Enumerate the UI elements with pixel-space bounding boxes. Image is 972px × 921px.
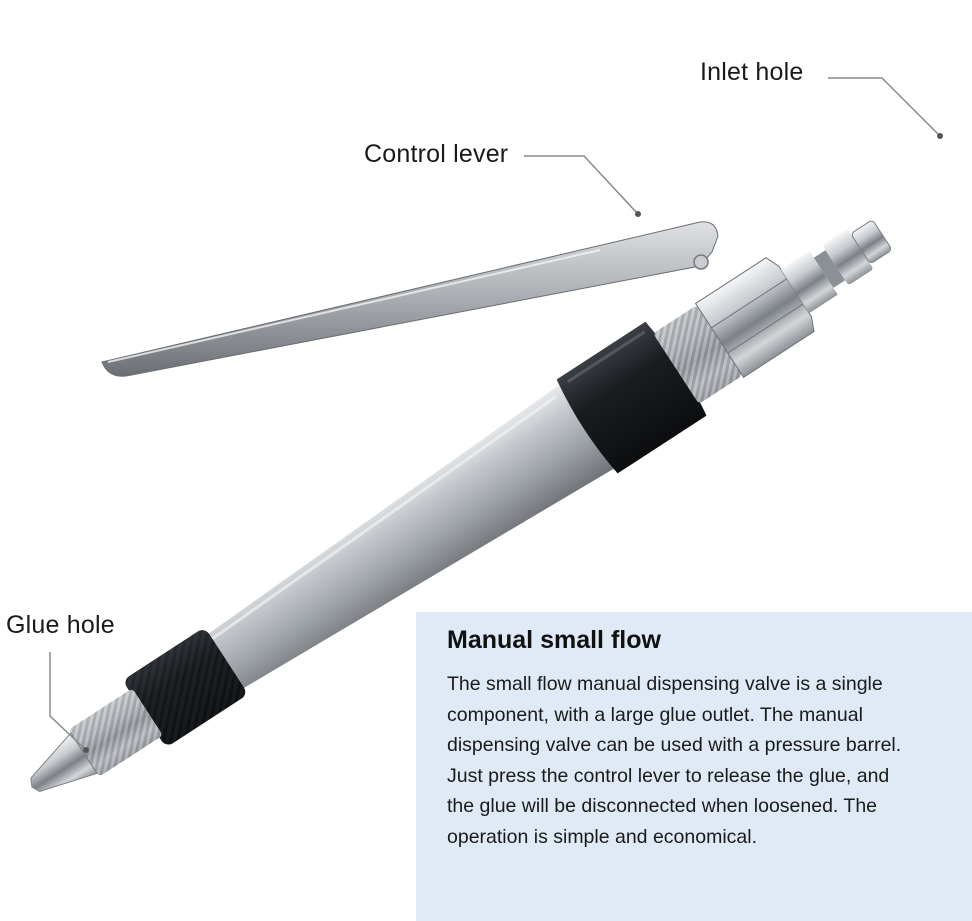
nozzle-tip bbox=[30, 732, 98, 793]
info-title: Manual small flow bbox=[447, 626, 661, 654]
control-lever bbox=[101, 221, 719, 377]
lever-leader-line bbox=[524, 155, 641, 217]
info-line: operation is simple and economical. bbox=[447, 825, 758, 848]
info-line: component, with a large glue outlet. The… bbox=[447, 703, 863, 726]
inlet-hole-label: Inlet hole bbox=[700, 58, 804, 86]
hex-fitting bbox=[694, 257, 815, 378]
info-body: The small flow manual dispensing valve i… bbox=[447, 669, 959, 852]
glue-hole-label: Glue hole bbox=[6, 611, 115, 639]
inlet-leader-line bbox=[828, 77, 943, 139]
inlet-connector bbox=[780, 220, 892, 314]
info-line: dispensing valve can be used with a pres… bbox=[447, 734, 902, 756]
black-rear-sleeve bbox=[556, 321, 707, 474]
info-line: The small flow manual dispensing valve i… bbox=[447, 673, 883, 695]
glue-leader-line bbox=[49, 652, 89, 753]
info-line: Just press the control lever to release … bbox=[447, 764, 890, 787]
black-front-sleeve bbox=[125, 630, 246, 745]
aluminum-barrel bbox=[200, 384, 615, 693]
control-lever-label: Control lever bbox=[364, 140, 509, 168]
info-panel: Manual small flow The small flow manual … bbox=[416, 612, 972, 921]
info-line: the glue will be disconnected when loose… bbox=[447, 795, 878, 817]
